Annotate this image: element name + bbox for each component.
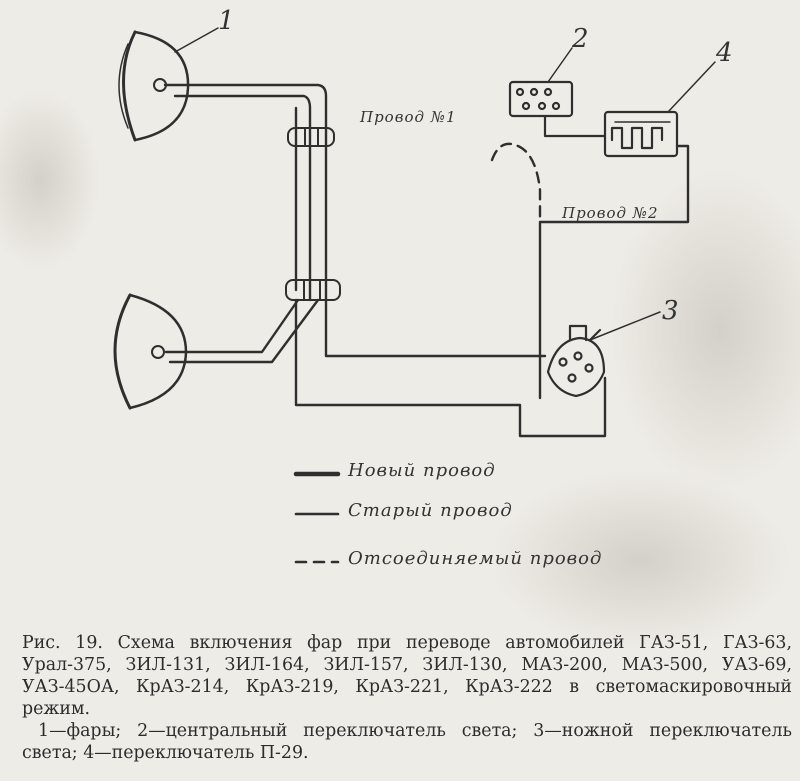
callout-number-1: 1 — [218, 6, 235, 36]
wire-2-label: Провод №2 — [562, 204, 659, 222]
connector-upper — [287, 127, 335, 147]
callout-leader-4 — [667, 61, 716, 113]
callout-leader-3 — [589, 311, 661, 341]
connector-lower — [285, 279, 341, 301]
scan-smudge — [610, 170, 800, 490]
legend-label-detachable: Отсоединяемый провод — [348, 548, 603, 569]
caption-title: Рис. 19. Схема включения фар при перевод… — [22, 633, 792, 719]
wire-top-headlight — [163, 83, 328, 302]
figure-caption: Рис. 19. Схема включения фар при перевод… — [22, 632, 792, 764]
p29-switch — [603, 110, 679, 158]
legend-label-old: Старый провод — [348, 500, 513, 521]
callout-leader-2 — [547, 47, 573, 83]
legend-label-new: Новый провод — [348, 460, 496, 481]
scan-smudge — [0, 90, 100, 270]
wire-2 — [538, 144, 690, 400]
callout-number-3: 3 — [662, 296, 679, 326]
scan-smudge — [490, 470, 790, 650]
wire-detachable — [490, 142, 542, 224]
central-light-switch — [508, 80, 574, 118]
caption-legend: 1—фары; 2—центральный переключатель свет… — [22, 721, 792, 763]
foot-light-switch — [546, 324, 606, 398]
wire-bottom-headlight — [164, 298, 607, 438]
callout-number-4: 4 — [716, 38, 733, 68]
wire-1 — [543, 114, 606, 138]
callout-leader-1 — [174, 27, 219, 53]
wire-1-label: Провод №1 — [360, 108, 457, 126]
callout-number-2: 2 — [572, 24, 589, 54]
